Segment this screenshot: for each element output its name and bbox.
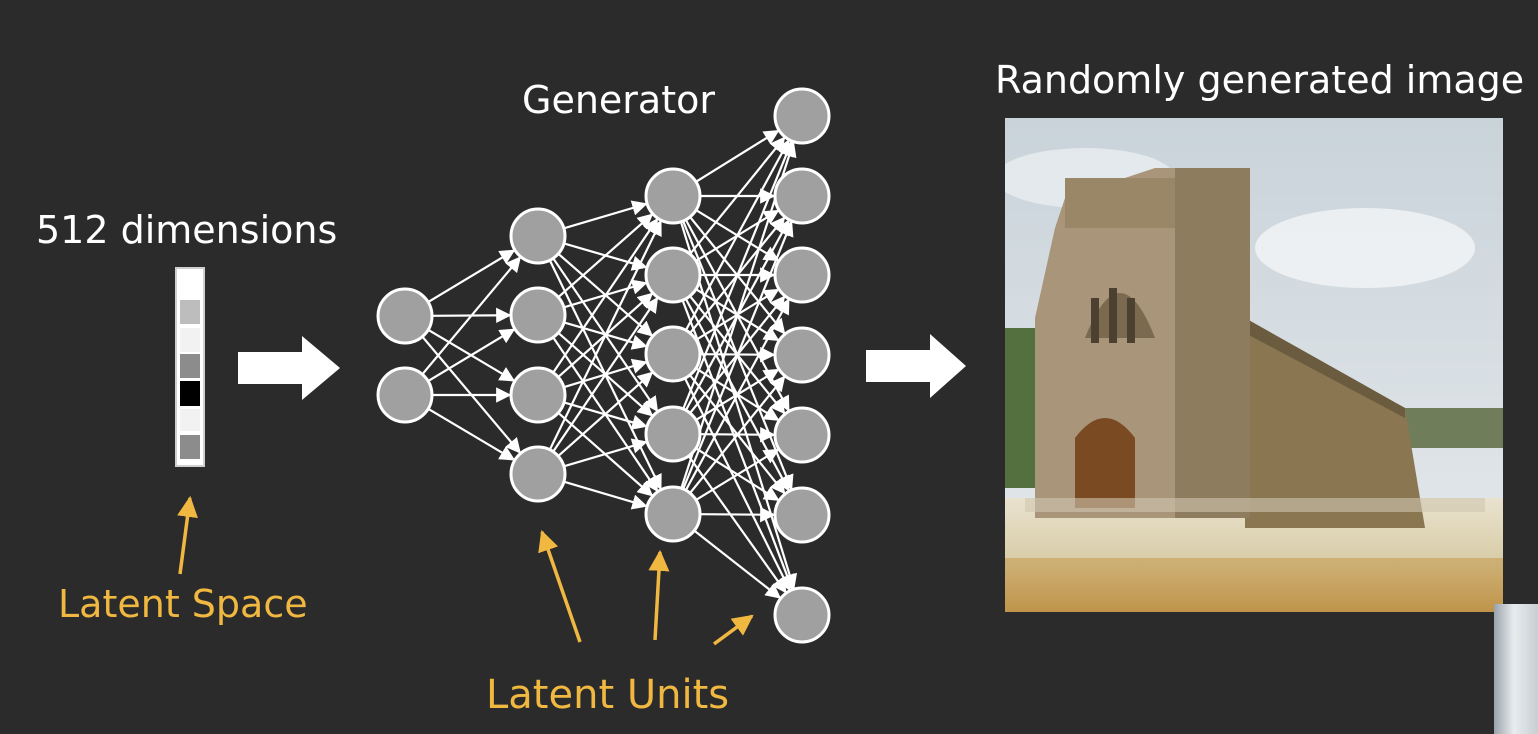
latent-cell <box>180 272 200 296</box>
network-edge <box>695 448 780 501</box>
network-node-layer-3 <box>644 246 702 304</box>
network-node-layer-2 <box>509 366 567 424</box>
network-node-layer-2 <box>509 286 567 344</box>
network-nodes <box>376 87 831 644</box>
network-edge <box>548 219 662 451</box>
up-arrow-icon <box>648 549 670 641</box>
output-image-title: Randomly generated image <box>995 58 1525 102</box>
network-edge <box>563 480 648 510</box>
network-edge <box>682 220 794 490</box>
network-node-layer-2 <box>509 207 567 265</box>
presenter-webcam-overlay <box>1494 604 1538 734</box>
network-edge <box>563 200 648 230</box>
network-edge <box>687 455 787 594</box>
network-node-layer-4 <box>773 167 831 225</box>
network-edge <box>552 217 659 374</box>
up-arrow-icon <box>712 614 754 646</box>
up-arrow-icon <box>538 530 582 643</box>
network-node-layer-3 <box>644 167 702 225</box>
network-node-layer-1 <box>376 366 434 424</box>
network-edge <box>695 129 780 183</box>
network-edge <box>682 140 794 410</box>
right-arrow-icon <box>238 336 340 400</box>
latent-cell <box>180 435 200 459</box>
network-edge <box>427 407 516 461</box>
network-edges <box>421 129 798 599</box>
network-edge <box>563 438 648 468</box>
latent-cell <box>180 354 200 378</box>
network-edge <box>693 529 782 599</box>
right-arrow-icon <box>866 334 966 398</box>
latent-dimensions-label: 512 dimensions <box>36 208 338 252</box>
network-edge <box>421 256 522 375</box>
network-node-layer-4 <box>773 326 831 384</box>
up-arrow-icon <box>177 495 198 575</box>
network-node-layer-3 <box>644 485 702 543</box>
latent-cell <box>180 328 200 352</box>
network-node-layer-4 <box>773 406 831 464</box>
network-node-layer-4 <box>773 586 831 644</box>
latent-cell <box>180 409 200 431</box>
network-node-layer-4 <box>773 246 831 304</box>
generator-title: Generator <box>522 78 715 122</box>
latent-cell <box>180 381 200 406</box>
network-node-layer-2 <box>509 445 567 503</box>
latent-cell <box>180 300 200 324</box>
network-edge <box>557 213 654 298</box>
network-edge <box>689 136 786 255</box>
network-edge <box>552 296 659 453</box>
network-node-layer-3 <box>644 405 702 463</box>
network-node-layer-3 <box>644 325 702 383</box>
network-edge <box>684 298 790 491</box>
network-edge <box>684 139 790 331</box>
network-node-layer-1 <box>376 287 434 345</box>
network-edge <box>683 377 791 592</box>
network-node-layer-4 <box>773 87 831 145</box>
network-edge <box>699 506 776 523</box>
latent-space-label: Latent Space <box>58 582 308 626</box>
generated-image <box>1005 118 1503 612</box>
network-edge <box>427 249 516 304</box>
network-edge <box>557 371 654 457</box>
latent-vector <box>175 267 205 467</box>
latent-units-label: Latent Units <box>486 672 730 718</box>
network-node-layer-4 <box>773 486 831 544</box>
network-edge <box>427 328 516 383</box>
network-edge <box>689 375 786 494</box>
